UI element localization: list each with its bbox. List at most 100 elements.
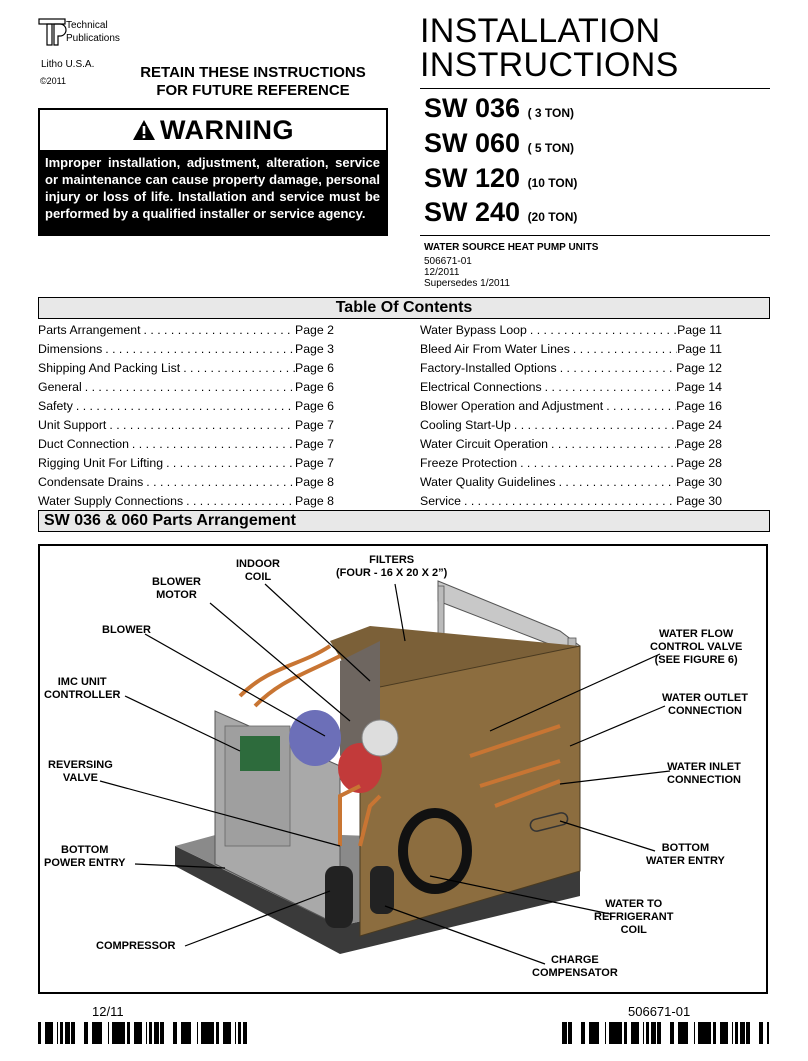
toc-entry-label: Factory-Installed Options bbox=[420, 360, 557, 375]
toc-entry-label: Rigging Unit For Lifting bbox=[38, 455, 164, 470]
callout-line: MOTOR bbox=[156, 589, 197, 601]
callout-line: COMPENSATOR bbox=[532, 967, 618, 979]
toc-entry-label: Cooling Start-Up bbox=[420, 417, 511, 432]
toc-leader-dots bbox=[82, 380, 295, 394]
callout-filters: FILTERS (FOUR - 16 X 20 X 2”) bbox=[336, 554, 447, 580]
warning-body: Improper installation, adjustment, alter… bbox=[38, 150, 388, 236]
toc-entry[interactable]: Water Supply ConnectionsPage 8 bbox=[38, 491, 334, 510]
toc-heading: Table Of Contents bbox=[38, 297, 770, 319]
callout-line: REVERSING bbox=[48, 759, 113, 771]
toc-entry[interactable]: Parts ArrangementPage 2 bbox=[38, 320, 334, 339]
toc-entry[interactable]: Water Quality GuidelinesPage 30 bbox=[420, 472, 722, 491]
toc-entry[interactable]: Factory-Installed Options Page 12 bbox=[420, 358, 722, 377]
toc-entry[interactable]: SafetyPage 6 bbox=[38, 396, 334, 415]
callout-line: WATER FLOW bbox=[658, 628, 734, 640]
toc-entry-label: Condensate Drains bbox=[38, 474, 144, 489]
toc-entry[interactable]: Shipping And Packing List Page 6 bbox=[38, 358, 334, 377]
toc-entry[interactable]: GeneralPage 6 bbox=[38, 377, 334, 396]
callout-line: BOTTOM bbox=[61, 844, 109, 856]
parts-arrangement-figure: INDOOR COIL FILTERS (FOUR - 16 X 20 X 2”… bbox=[38, 544, 768, 994]
callout-line: INDOOR bbox=[236, 558, 280, 570]
toc-entry-label: Unit Support bbox=[38, 417, 107, 432]
toc-leader-dots bbox=[517, 456, 676, 470]
callout-imc-unit-controller: IMC UNIT CONTROLLER bbox=[44, 676, 120, 702]
document-type: WATER SOURCE HEAT PUMP UNITS bbox=[424, 242, 599, 253]
toc-entry[interactable]: Service Page 30 bbox=[420, 491, 722, 510]
toc-entry-label: Blower Operation and Adjustment bbox=[420, 398, 604, 413]
callout-line: COIL bbox=[620, 924, 647, 936]
toc-entry-page: Page 8 bbox=[295, 474, 334, 489]
callout-line: VALVE bbox=[62, 772, 98, 784]
toc-entry-label: Freeze Protection bbox=[420, 455, 518, 470]
document-supersedes: Supersedes 1/2011 bbox=[424, 278, 510, 289]
copyright-text: ©2011 bbox=[40, 76, 66, 86]
toc-entry[interactable]: Bleed Air From Water LinesPage 11 bbox=[420, 339, 722, 358]
logo-text-technical: Technical bbox=[66, 20, 108, 31]
toc-entry-page: Page 11 bbox=[677, 322, 722, 337]
toc-entry-label: Electrical Connections bbox=[420, 379, 542, 394]
model-sw060: SW 060 ( 5 TON) bbox=[424, 128, 574, 159]
callout-water-outlet-connection: WATER OUTLET CONNECTION bbox=[662, 692, 748, 718]
toc-right-column: Water Bypass LoopPage 11 Bleed Air From … bbox=[420, 320, 722, 510]
toc-entry-page: Page 14 bbox=[676, 379, 722, 394]
toc-entry[interactable]: Blower Operation and Adjustment Page 16 bbox=[420, 396, 722, 415]
toc-entry-page: Page 6 bbox=[295, 360, 334, 375]
callout-bottom-water-entry: BOTTOM WATER ENTRY bbox=[646, 842, 725, 868]
toc-leader-dots bbox=[461, 494, 676, 508]
callout-compressor: COMPRESSOR bbox=[96, 940, 175, 953]
callout-line: IMC UNIT bbox=[57, 676, 107, 688]
toc-entry[interactable]: Freeze ProtectionPage 28 bbox=[420, 453, 722, 472]
toc-entry[interactable]: Unit SupportPage 7 bbox=[38, 415, 334, 434]
toc-entry-page: Page 16 bbox=[676, 398, 722, 413]
callout-line: COIL bbox=[244, 571, 272, 583]
toc-leader-dots bbox=[556, 475, 677, 489]
toc-leader-dots bbox=[548, 437, 676, 451]
callout-reversing-valve: REVERSING VALVE bbox=[48, 759, 113, 785]
toc-entry-label: Duct Connection bbox=[38, 436, 129, 451]
toc-entry[interactable]: Cooling Start-Up Page 24 bbox=[420, 415, 722, 434]
callout-charge-compensator: CHARGE COMPENSATOR bbox=[532, 954, 618, 980]
callout-line: CONTROL VALVE bbox=[650, 641, 743, 653]
toc-entry-page: Page 12 bbox=[676, 360, 722, 375]
toc-entry[interactable]: Dimensions Page 3 bbox=[38, 339, 334, 358]
toc-entry-page: Page 3 bbox=[295, 341, 334, 356]
toc-entry-label: Dimensions bbox=[38, 341, 103, 356]
toc-leader-dots bbox=[141, 323, 295, 337]
toc-entry[interactable]: Condensate Drains Page 8 bbox=[38, 472, 334, 491]
toc-entry-page: Page 7 bbox=[295, 436, 334, 451]
toc-entry[interactable]: Duct Connection Page 7 bbox=[38, 434, 334, 453]
callout-blower-motor: BLOWER MOTOR bbox=[152, 576, 201, 602]
model-name: SW 120 bbox=[424, 163, 521, 193]
toc-entry-label: Service bbox=[420, 493, 462, 508]
toc-entry-label: General bbox=[38, 379, 82, 394]
callout-line: CONNECTION bbox=[667, 774, 741, 786]
model-name: SW 036 bbox=[424, 93, 521, 123]
toc-leader-dots bbox=[527, 323, 677, 337]
retain-line-2: FOR FUTURE REFERENCE bbox=[156, 82, 350, 99]
model-name: SW 240 bbox=[424, 197, 521, 227]
toc-leader-dots bbox=[143, 475, 295, 489]
toc-entry[interactable]: Rigging Unit For LiftingPage 7 bbox=[38, 453, 334, 472]
callout-water-to-refrigerant-coil: WATER TO REFRIGERANT COIL bbox=[594, 898, 673, 937]
toc-leader-dots bbox=[570, 342, 677, 356]
toc-entry-page: Page 28 bbox=[676, 436, 722, 451]
model-name: SW 060 bbox=[424, 128, 521, 158]
callout-blower: BLOWER bbox=[102, 624, 151, 637]
toc-leader-dots bbox=[102, 342, 295, 356]
model-sw240: SW 240 (20 TON) bbox=[424, 197, 577, 228]
toc-entry-label: Shipping And Packing List bbox=[38, 360, 181, 375]
callout-water-flow-control-valve: WATER FLOW CONTROL VALVE (SEE FIGURE 6) bbox=[650, 628, 742, 667]
toc-leader-dots bbox=[180, 361, 295, 375]
barcode-right bbox=[562, 1022, 769, 1044]
toc-entry[interactable]: Electrical Connections Page 14 bbox=[420, 377, 722, 396]
toc-leader-dots bbox=[557, 361, 676, 375]
toc-entry-page: Page 30 bbox=[676, 493, 722, 508]
toc-entry-page: Page 24 bbox=[676, 417, 722, 432]
technical-publications-logo: Technical Publications bbox=[38, 16, 138, 50]
callout-line: BLOWER bbox=[152, 576, 201, 588]
tp-logo-icon bbox=[38, 18, 67, 46]
toc-entry[interactable]: Water Bypass LoopPage 11 bbox=[420, 320, 722, 339]
toc-entry[interactable]: Water Circuit OperationPage 28 bbox=[420, 434, 722, 453]
callout-line: WATER ENTRY bbox=[646, 855, 725, 867]
footer-doc-number: 506671-01 bbox=[628, 1004, 691, 1019]
